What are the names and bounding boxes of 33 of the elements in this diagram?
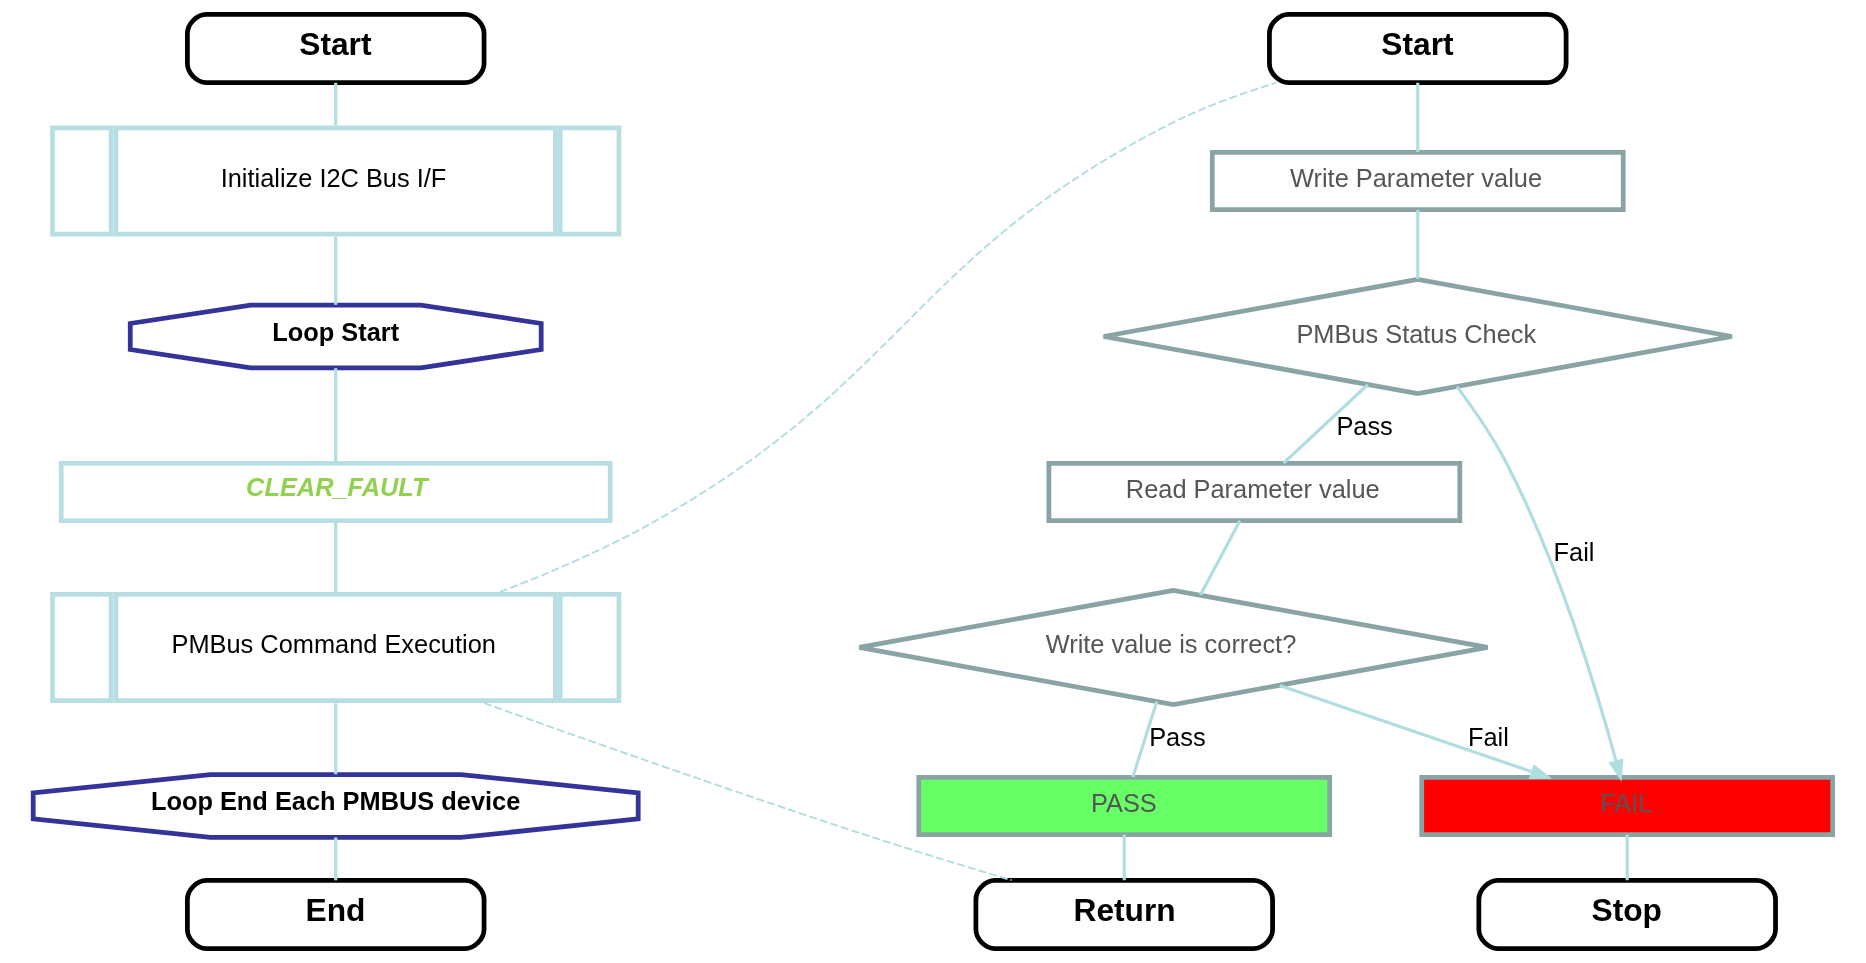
connector <box>483 702 1013 882</box>
connector <box>499 81 1278 593</box>
connector <box>334 703 338 775</box>
connector <box>334 236 338 305</box>
connector <box>334 368 338 463</box>
node-box: CLEAR_FAULT <box>58 461 613 523</box>
connector <box>1131 701 1159 778</box>
connector <box>1282 383 1369 465</box>
node-box: Start <box>1267 12 1569 85</box>
connector <box>1122 834 1126 881</box>
node-diamond: Write value is correct? <box>856 587 1490 707</box>
arrow <box>1279 683 1553 779</box>
node-diamond: PMBus Status Check <box>1101 276 1735 396</box>
node-box: End <box>185 878 487 951</box>
edge-label: Pass <box>1149 722 1206 751</box>
connector <box>1625 834 1629 881</box>
edge-label: Fail <box>1553 538 1595 567</box>
connector <box>334 82 338 126</box>
node-box: Stop <box>1476 878 1778 951</box>
connector <box>1199 520 1242 596</box>
connector <box>1416 209 1420 279</box>
edge-label: Fail <box>1467 722 1509 751</box>
connector <box>1416 82 1420 153</box>
node-box: Start <box>185 12 487 85</box>
node-box: Return <box>973 878 1275 951</box>
arrow <box>1455 385 1624 782</box>
node-box: PASS <box>916 775 1333 837</box>
node-box: FAIL <box>1419 775 1836 837</box>
connector <box>334 520 338 592</box>
edge-label: Pass <box>1336 411 1393 440</box>
node-box: Read Parameter value <box>1046 461 1463 523</box>
connector <box>334 837 338 881</box>
node-box: Write Parameter value <box>1209 150 1626 212</box>
